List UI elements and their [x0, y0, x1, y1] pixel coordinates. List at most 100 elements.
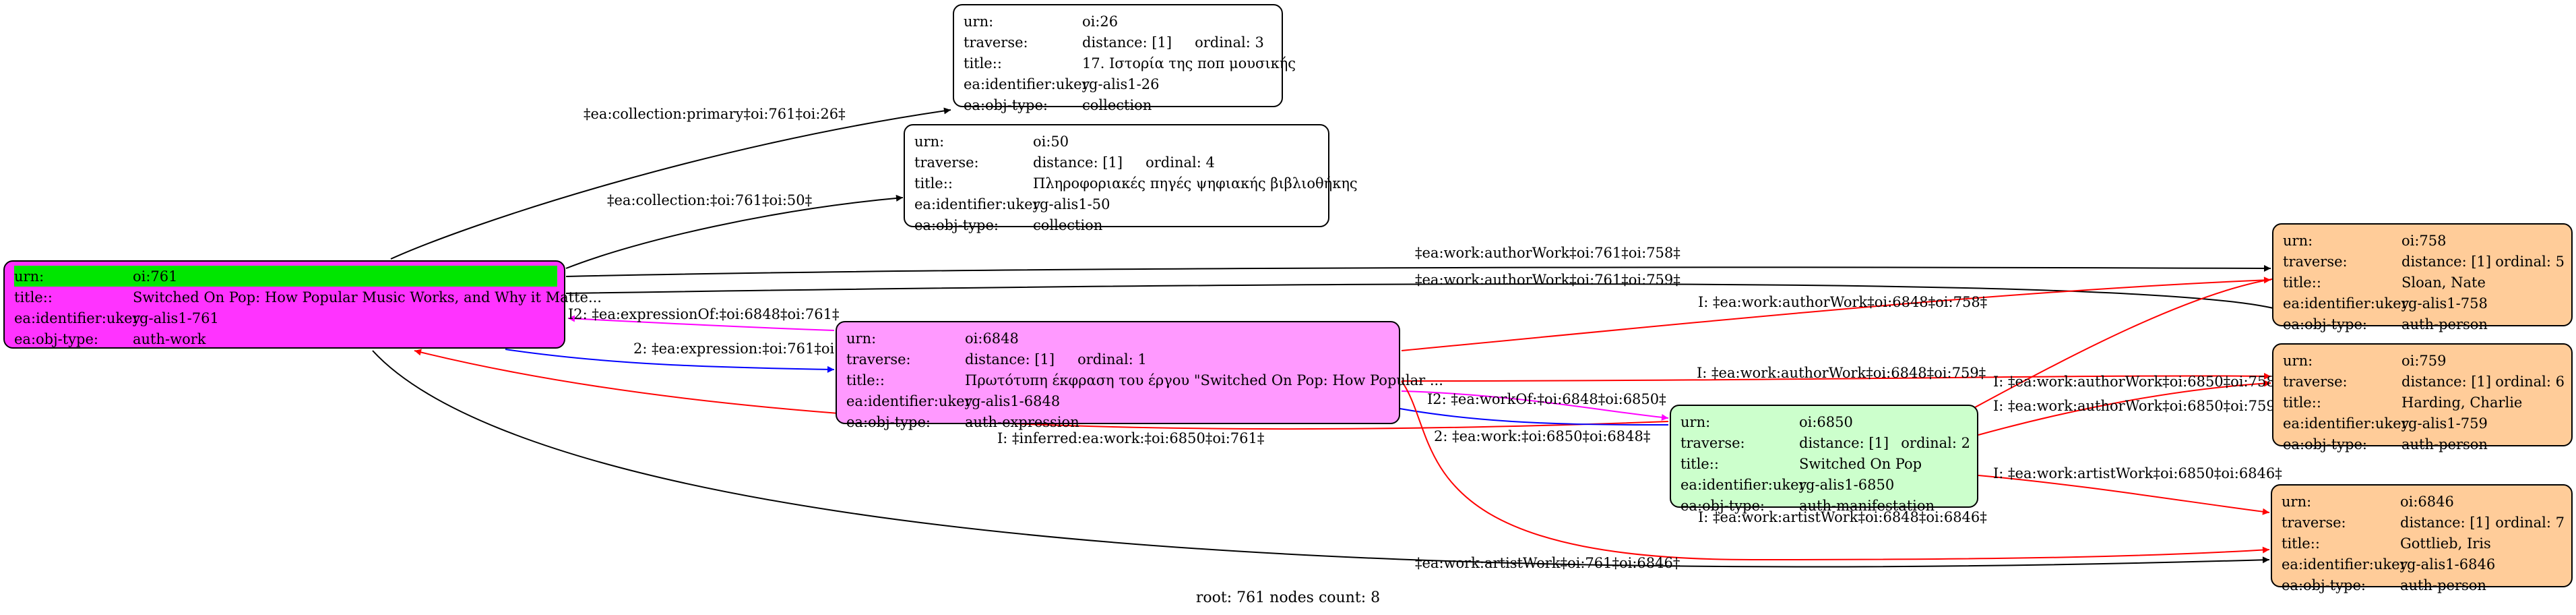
title-value: Gottlieb, Iris [2400, 535, 2491, 552]
edge-761-26 [390, 107, 951, 260]
title-value: 17. Ιστορία της ποπ μουσικής [1082, 55, 1296, 71]
edge-label: 2: ‡ea:work:‡oi:6850‡oi:6848‡ [1434, 428, 1651, 444]
obj-type-value: collection [1082, 96, 1152, 113]
urn-value: oi:759 [2401, 352, 2447, 369]
edge-label: ‡ea:collection:primary‡oi:761‡oi:26‡ [584, 106, 846, 122]
obj-type-key: ea:obj-type: [2282, 577, 2366, 593]
node-oi6848[interactable]: urn: oi:6848 traverse: distance: [1] ordina… [836, 321, 1443, 430]
edge-6848-6850 [1401, 390, 1669, 421]
title-key: title:: [2282, 535, 2320, 552]
distance-value: distance: [1] [2401, 373, 2492, 390]
title-key: title:: [1680, 455, 1719, 472]
title-key: title:: [14, 289, 53, 305]
edge-label: ‡ea:work:authorWork‡oi:761‡oi:759‡ [1415, 272, 1680, 288]
traverse-key: traverse: [2283, 253, 2348, 270]
traverse-key: traverse: [2283, 373, 2348, 390]
edge-761-759 [565, 283, 2282, 312]
identifier-key: ea:identifier:ukey [2283, 295, 2410, 312]
urn-value: oi:758 [2401, 232, 2447, 249]
obj-type-value: auth-expression [965, 413, 1079, 430]
title-key: title:: [2283, 394, 2321, 411]
obj-type-key: ea:obj-type: [1680, 497, 1765, 514]
edge-6850-6846 [1978, 475, 2270, 515]
obj-type-key: ea:obj-type: [14, 330, 98, 347]
urn-value: oi:26 [1082, 13, 1119, 30]
node-oi26[interactable]: urn: oi:26 traverse: distance: [1] ordinal:… [953, 4, 1296, 113]
node-oi6846[interactable]: urn:oi:6846 traverse:distance: [1]ordina… [2271, 484, 2573, 593]
node-oi50[interactable]: urn: oi:50 traverse: distance: [1] ordinal:… [904, 124, 1358, 233]
distance-value: distance: [1] [2400, 514, 2490, 531]
identifier-key: ea:identifier:ukey [2283, 415, 2410, 432]
edge-6848-758 [1401, 276, 2271, 351]
node-oi758[interactable]: urn:oi:758 traverse:distance: [1]ordinal… [2272, 223, 2573, 332]
edge-6848-759 [1401, 372, 2271, 382]
ordinal-value: ordinal: 1 [1077, 351, 1147, 368]
edge-761-6848 [505, 349, 835, 373]
edge-6848-761 [567, 315, 835, 331]
obj-type-key: ea:obj-type: [914, 216, 999, 233]
graph-footer: root: 761 nodes count: 8 [1195, 589, 1381, 606]
edge-6848-6846 [1401, 380, 2270, 561]
traverse-key: traverse: [964, 34, 1028, 51]
urn-key: urn: [846, 330, 877, 347]
ordinal-value: ordinal: 4 [1145, 154, 1215, 171]
urn-key: urn: [14, 268, 44, 285]
traverse-key: traverse: [1680, 434, 1745, 451]
title-value: Harding, Charlie [2401, 394, 2523, 411]
urn-key: urn: [2283, 232, 2313, 249]
node-oi6850[interactable]: urn:oi:6850 traverse:distance: [1]ordina… [1670, 405, 1978, 514]
obj-type-value: auth-person [2401, 316, 2488, 332]
edge-label: ‡ea:work:authorWork‡oi:761‡oi:758‡ [1415, 245, 1680, 261]
traverse-key: traverse: [2282, 514, 2346, 531]
ordinal-value: ordinal: 3 [1195, 34, 1264, 51]
urn-key: urn: [964, 13, 994, 30]
title-value: Πρωτότυπη έκφραση του έργου "Switched On… [965, 372, 1443, 388]
identifier-key: ea:identifier:ukey [964, 76, 1090, 92]
title-value: Switched On Pop: How Popular Music Works… [133, 289, 602, 305]
distance-value: distance: [1] [2401, 253, 2492, 270]
urn-key: urn: [1680, 413, 1711, 430]
distance-value: distance: [1] [1033, 154, 1123, 171]
title-key: title:: [846, 372, 885, 388]
edge-label: I: ‡ea:work:authorWork‡oi:6850‡oi:758‡ [1993, 374, 2283, 390]
traverse-key: traverse: [846, 351, 911, 368]
urn-value: oi:6848 [965, 330, 1019, 347]
obj-type-value: auth-work [133, 330, 206, 347]
ordinal-value: ordinal: 7 [2495, 514, 2565, 531]
edge-label: I: ‡ea:work:authorWork‡oi:6850‡oi:759‡ [1993, 398, 2283, 414]
node-oi761-root[interactable]: urn: oi:761 title::Switched On Pop: How P… [3, 260, 602, 349]
edge-761-758 [565, 264, 2271, 277]
traverse-key: traverse: [914, 154, 979, 171]
urn-key: urn: [914, 133, 945, 150]
title-key: title:: [2283, 274, 2321, 291]
edge-label: ‡ea:collection:‡oi:761‡oi:50‡ [607, 192, 813, 208]
edge-761-50 [565, 194, 904, 269]
obj-type-key: ea:obj-type: [964, 96, 1048, 113]
urn-key: urn: [2283, 352, 2313, 369]
edge-label: I: ‡ea:work:artistWork‡oi:6850‡oi:6846‡ [1993, 465, 2282, 481]
urn-value: oi:6846 [2400, 493, 2454, 510]
edge-6850-758 [1967, 275, 2282, 412]
distance-value: distance: [1] [1082, 34, 1172, 51]
title-value: Πληροφοριακές πηγές ψηφιακής βιβλιοθήκης [1033, 175, 1358, 192]
obj-type-key: ea:obj-type: [846, 413, 931, 430]
identifier-value: rg-alis1-26 [1082, 76, 1160, 92]
identifier-key: ea:identifier:ukey [846, 392, 973, 409]
distance-value: distance: [1] [965, 351, 1055, 368]
urn-value: oi:50 [1033, 133, 1069, 150]
ordinal-value: ordinal: 6 [2495, 373, 2565, 390]
obj-type-value: auth-person [2401, 436, 2488, 452]
identifier-key: ea:identifier:ukey [914, 196, 1041, 212]
identifier-value: rg-alis1-6846 [2400, 556, 2496, 573]
title-value: Switched On Pop [1799, 455, 1922, 472]
title-value: Sloan, Nate [2401, 274, 2486, 291]
identifier-value: rg-alis1-761 [133, 310, 219, 326]
urn-highlight-row: urn: oi:761 [14, 266, 557, 287]
identifier-value: rg-alis1-6850 [1799, 476, 1895, 493]
edge-6850-759 [1978, 380, 2271, 436]
identifier-key: ea:identifier:ukey [14, 310, 141, 326]
urn-value: oi:761 [133, 268, 178, 285]
node-oi759[interactable]: urn: oi:759 traverse: distance: [1]ordinal… [2272, 343, 2573, 452]
identifier-value: rg-alis1-758 [2401, 295, 2488, 312]
edge-label: I: ‡ea:work:authorWork‡oi:6848‡oi:759‡ [1697, 365, 1986, 381]
